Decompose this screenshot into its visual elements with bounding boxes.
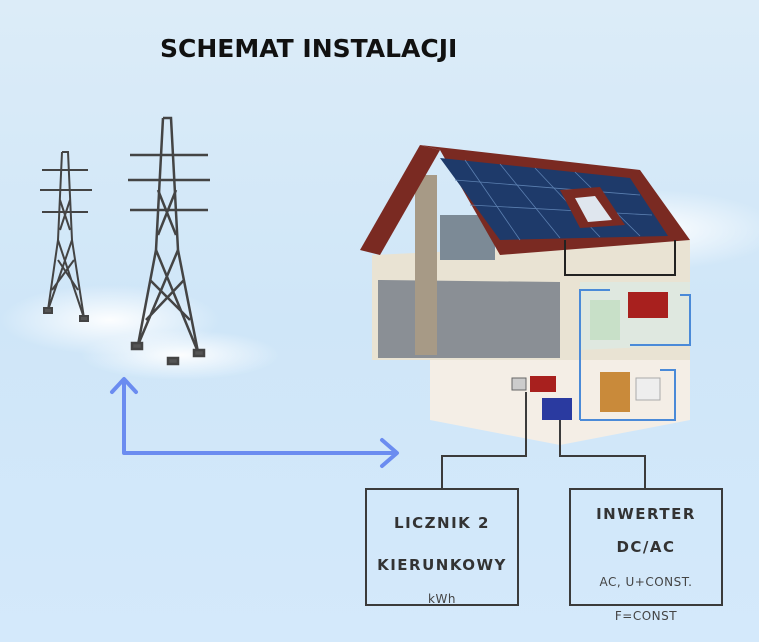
meter-title-line2: KIERUNKOWY [377, 556, 507, 574]
grid-exchange-arrow [110, 377, 399, 468]
meter-unit: kWh [428, 592, 456, 606]
inverter-spec-line2: F=CONST [614, 609, 678, 623]
bidirectional-meter-box: LICZNIK 2 KIERUNKOWY kWh [365, 488, 519, 606]
meter-connector-line [441, 392, 527, 488]
power-tower-large [128, 116, 210, 366]
meter-title-line1: LICZNIK 2 [394, 514, 490, 532]
cloud [80, 330, 280, 380]
inverter-box: INWERTER DC/AC AC, U+CONST. F=CONST [569, 488, 723, 623]
power-tower-small [40, 151, 92, 322]
inverter-title-line2: DC/AC [616, 538, 676, 556]
inverter-title-line1: INWERTER [596, 505, 696, 523]
page-title: SCHEMAT INSTALACJI [160, 34, 458, 63]
house [360, 145, 691, 445]
inverter-connector-line [559, 420, 646, 488]
inverter-spec-line1: AC, U+CONST. [599, 575, 693, 589]
